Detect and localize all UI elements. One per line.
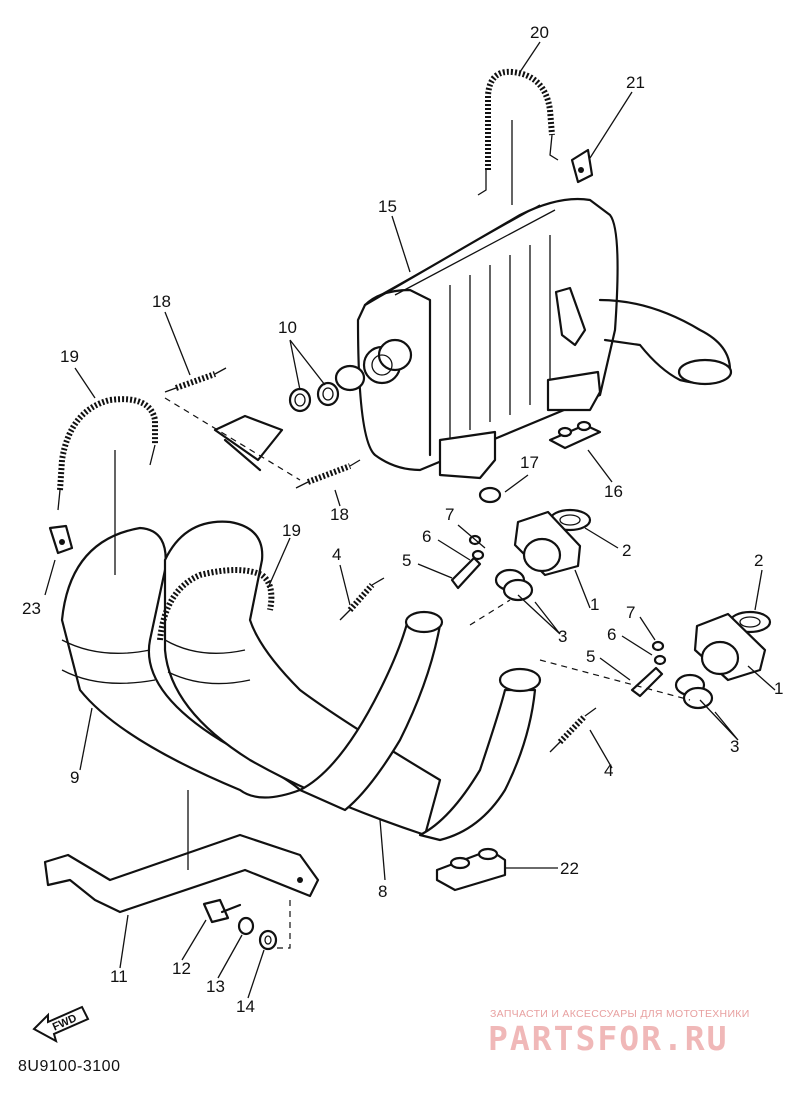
- callout-18-upper: 18: [152, 292, 171, 311]
- callout-11: 11: [110, 967, 128, 986]
- callout-23: 23: [22, 599, 41, 618]
- joint-assembly-upper: [450, 508, 592, 602]
- spring-18-upper: [164, 367, 227, 393]
- callout-2-upper: 2: [622, 541, 631, 560]
- callout-7-upper: 7: [445, 505, 454, 524]
- callout-7-lower: 7: [626, 603, 635, 622]
- callout-9: 9: [70, 768, 79, 787]
- callout-5-lower: 5: [586, 647, 595, 666]
- callout-6-lower: 6: [607, 625, 616, 644]
- bolt-12: [202, 898, 242, 924]
- callout-22: 22: [560, 859, 579, 878]
- spring-hook-20: [477, 68, 559, 205]
- watermark-tagline: ЗАПЧАСТИ И АКСЕССУАРЫ ДЛЯ МОТОТЕХНИКИ: [490, 1008, 750, 1020]
- washer-13: [237, 916, 255, 936]
- callout-19-center: 19: [282, 521, 301, 540]
- grommet-17: [478, 486, 502, 504]
- callout-3-upper: 3: [558, 627, 567, 646]
- callout-19-left: 19: [60, 347, 79, 366]
- damper-22: [435, 847, 507, 892]
- bracket-11: [43, 790, 320, 949]
- callout-17: 17: [520, 453, 539, 472]
- callout-16: 16: [604, 482, 623, 501]
- damper-16: [548, 420, 602, 450]
- callout-20: 20: [530, 23, 549, 42]
- muffler: [334, 197, 733, 480]
- callout-6-upper: 6: [422, 527, 431, 546]
- spring-19-left: [57, 396, 158, 511]
- callout-10: 10: [278, 318, 297, 337]
- callout-18-lower: 18: [330, 505, 349, 524]
- callout-13: 13: [206, 977, 225, 996]
- watermark-logo-text: PARTSFOR.RU: [488, 1019, 729, 1058]
- callout-15: 15: [378, 197, 397, 216]
- spring-19-center: [157, 567, 275, 641]
- callout-5-upper: 5: [402, 551, 411, 570]
- spring-4-upper: [339, 577, 385, 621]
- nut-14: [258, 929, 278, 951]
- joint-assembly-lower: [630, 610, 772, 710]
- leader-lines: [44, 41, 776, 999]
- spring-18-lower: [295, 459, 361, 489]
- callout-12: 12: [172, 959, 191, 978]
- forward-direction-arrow: FWD: [32, 1005, 90, 1043]
- spring-4-lower: [549, 707, 597, 753]
- callout-4-upper: 4: [332, 545, 341, 564]
- callout-21: 21: [626, 73, 645, 92]
- callout-3-lower: 3: [730, 737, 739, 756]
- diagram-code: 8U9100-3100: [18, 1058, 121, 1075]
- bracket-23: [48, 524, 74, 555]
- exhaust-pipe-9: [60, 414, 442, 837]
- watermark-logo: PARTSFOR.RU: [488, 1019, 788, 1058]
- callout-labels: 20 21 15 18 10 19 17 16 18 7 6 2 5 19 4 …: [22, 23, 783, 1016]
- callout-14: 14: [236, 997, 255, 1016]
- gaskets-10: [288, 381, 340, 413]
- callout-8: 8: [378, 882, 387, 901]
- callout-1-lower: 1: [774, 679, 783, 698]
- callout-1-upper: 1: [590, 595, 599, 614]
- callout-4-lower: 4: [604, 761, 613, 780]
- clip-21: [570, 148, 594, 184]
- exhaust-pipe-8: [298, 610, 542, 842]
- callout-2-lower: 2: [754, 551, 763, 570]
